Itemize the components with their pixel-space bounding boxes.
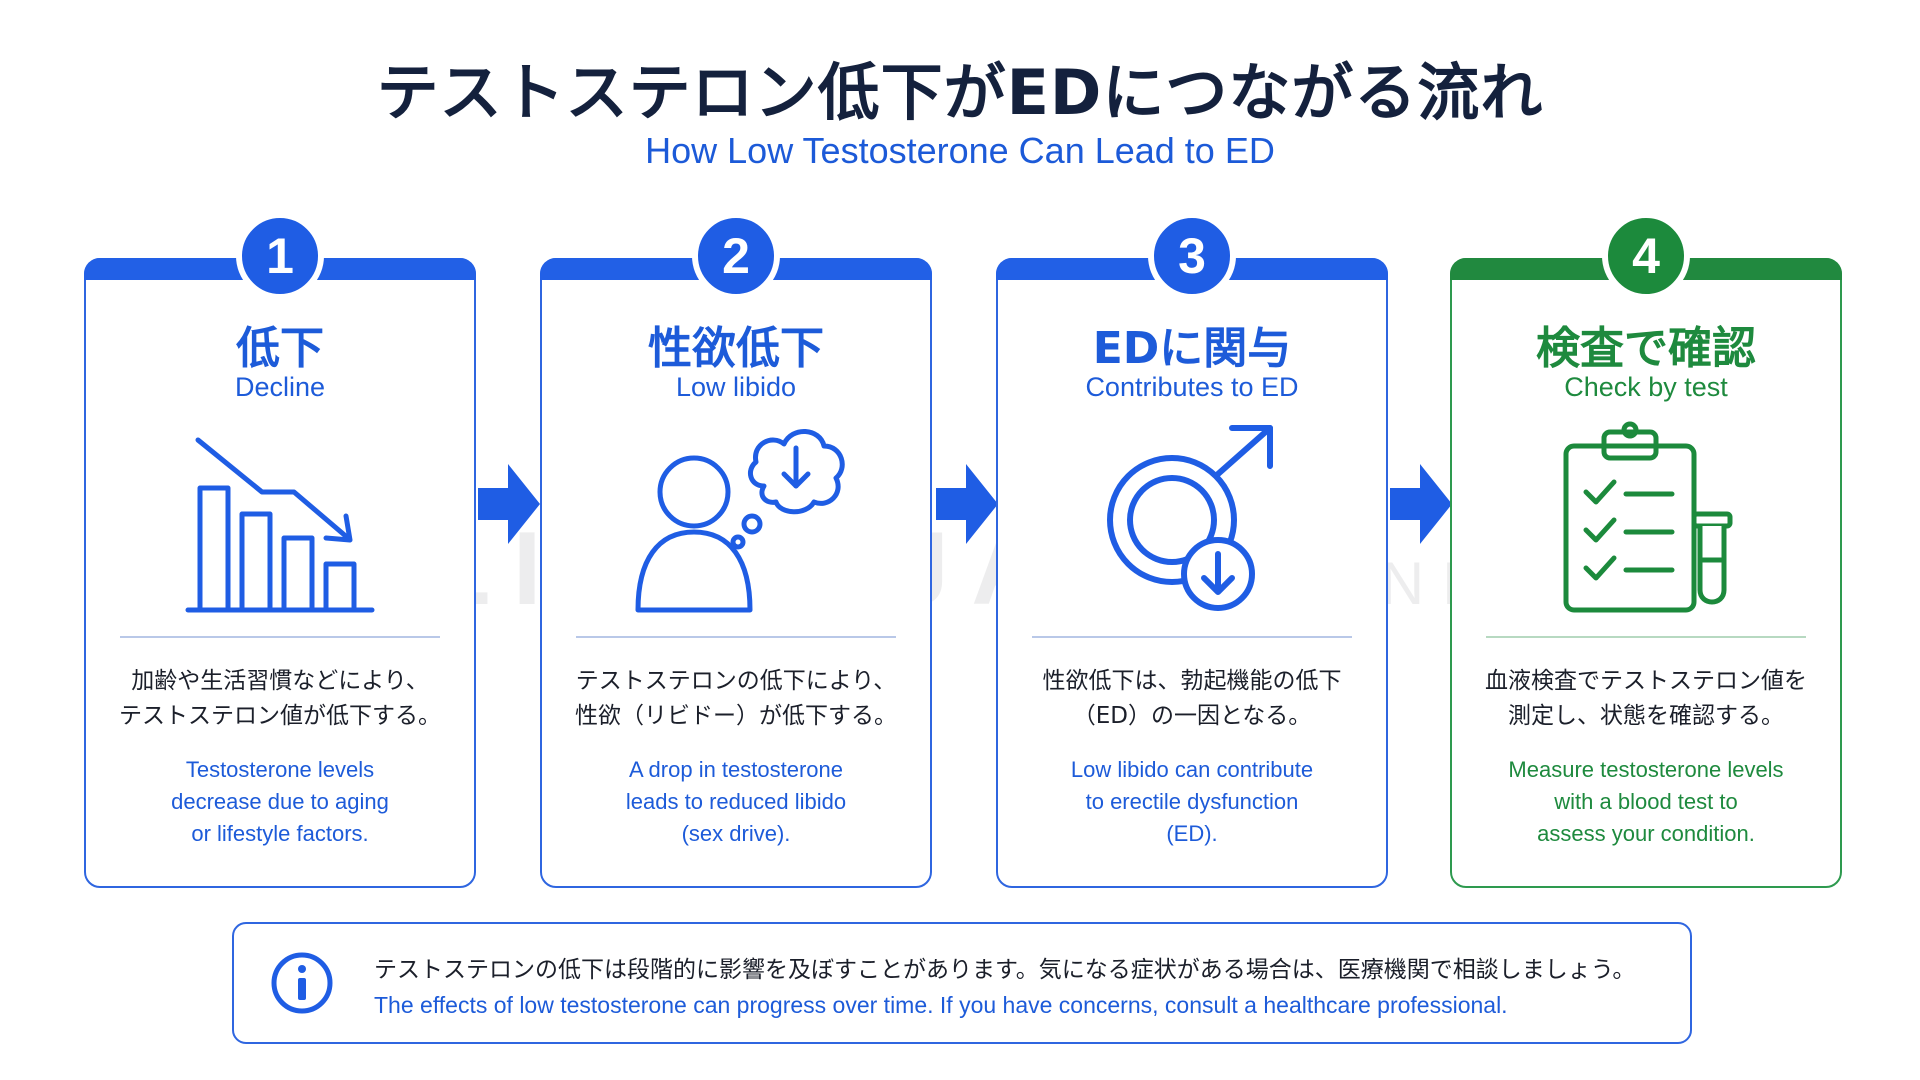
card-divider — [1486, 636, 1806, 638]
step-title-ja: 検査で確認 — [1536, 323, 1756, 374]
page-title: テストステロン低下がEDにつながる流れ — [376, 56, 1544, 129]
step-number-badge: 3 — [1148, 212, 1236, 300]
step-description-en: Low libido can contribute to erectile dy… — [1070, 757, 1314, 846]
step-description-ja: テストステロンの低下により、 性欲（リビドー）が低下する。 — [575, 668, 897, 729]
step-description-en: A drop in testosterone leads to reduced … — [625, 757, 847, 846]
page-subtitle: How Low Testosterone Can Lead to ED — [645, 130, 1275, 171]
info-icon — [271, 952, 333, 1014]
arrow-right-icon — [1390, 464, 1452, 544]
step-number-badge: 1 — [236, 212, 324, 300]
step-title-ja: 低下 — [236, 323, 324, 374]
step-title-en: Low libido — [675, 372, 797, 402]
declining-bar-chart-icon — [185, 437, 375, 613]
clipboard-test-tube-icon — [1563, 421, 1733, 613]
card-divider — [120, 636, 440, 638]
step-number-badge: 2 — [692, 212, 780, 300]
step-description-ja: 性欲低下は、勃起機能の低下 （ED）の一因となる。 — [1042, 668, 1342, 729]
step-description-en: Measure testosterone levels with a blood… — [1508, 757, 1784, 846]
step-description-ja: 加齢や生活習慣などにより、 テストステロン値が低下する。 — [119, 668, 441, 729]
step-card-4: 4 検査で確認 Check by test 血液検査でテストステロン値を 測定し… — [1450, 212, 1842, 888]
step-title-en: Decline — [234, 372, 326, 402]
step-card-1: 1 低下 Decline 加齢や生活習慣などにより、 テストステロン値が低下する… — [84, 212, 476, 888]
card-divider — [576, 636, 896, 638]
step-card-3: 3 EDに関与 Contributes to ED 性欲低下は、勃起機能の低下 … — [996, 212, 1388, 888]
step-title-ja: EDに関与 — [1092, 323, 1292, 374]
card-divider — [1032, 636, 1352, 638]
info-note-box: テストステロンの低下は段階的に影響を及ぼすことがあります。気になる症状がある場合… — [232, 922, 1692, 1044]
male-symbol-down-icon — [1107, 425, 1273, 611]
step-number-badge: 4 — [1602, 212, 1690, 300]
person-thought-down-icon — [635, 429, 845, 613]
step-card-2: 2 性欲低下 Low libido テストステロンの低下により、 性欲（リビドー… — [540, 212, 932, 888]
step-description-en: Testosterone levels decrease due to agin… — [171, 757, 389, 846]
arrow-right-icon — [478, 464, 540, 544]
note-text-ja: テストステロンの低下は段階的に影響を及ぼすことがあります。気になる症状がある場合… — [374, 957, 1636, 983]
arrow-right-icon — [936, 464, 998, 544]
note-text-en: The effects of low testosterone can prog… — [374, 992, 1508, 1018]
step-title-en: Contributes to ED — [1085, 372, 1299, 402]
step-title-en: Check by test — [1564, 372, 1728, 402]
step-title-ja: 性欲低下 — [648, 323, 824, 374]
step-description-ja: 血液検査でテストステロン値を 測定し、状態を確認する。 — [1485, 668, 1807, 729]
